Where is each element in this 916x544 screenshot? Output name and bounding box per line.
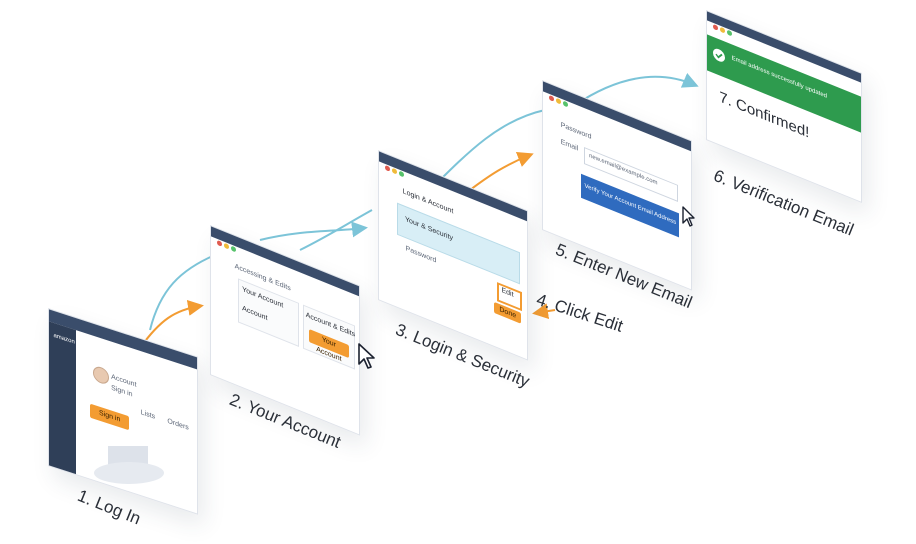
monitor-base [94,462,164,484]
step-7-window: Email address successfully updated 7. Co… [706,10,862,204]
cursor-icon [682,206,695,227]
arrow-2-3-teal [299,209,373,251]
arrow-3-5 [469,152,534,191]
arrow-5-7 [574,72,699,106]
arrow-2-3 [259,221,368,241]
check-icon [713,48,726,62]
arrow-4 [532,303,556,320]
cursor-icon [358,343,375,369]
success-banner: Email address successfully updated [707,34,861,133]
arrow-1-2-teal [149,254,216,331]
